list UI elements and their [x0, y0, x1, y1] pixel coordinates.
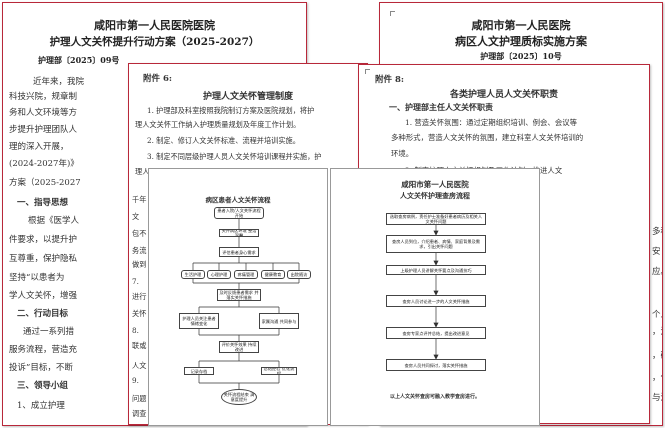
page3-fragment: 联或 [132, 341, 147, 350]
page3-fragment: 8. [132, 326, 139, 335]
page1-line: 近年来，我院 [33, 77, 85, 87]
page6-title-line1: 咸阳市第一人民医院 [401, 180, 469, 189]
page3-fragment: 做到 [132, 260, 147, 269]
page2-side-text: ，消化 [652, 327, 662, 337]
flow-node: 及时反馈患者需求 并落实关怀措施 [217, 289, 261, 301]
page1-line: 1、成立护理 [17, 401, 65, 411]
page2-side-text: 安 [652, 247, 661, 257]
flow-node: 总结经验 优化流程 [261, 367, 297, 375]
page3-line: 2. 制定、修订人文关怀标准、流程并培训实施。 [147, 136, 300, 145]
page1-title-line2: 护理人文关怀提升行动方案（2025-2027） [49, 36, 260, 48]
page1-line: 理的深入开展， [9, 142, 69, 152]
flow-node: 关怀病区环境 整洁温馨 [219, 229, 259, 237]
page4-section: 一、护理部主任人文关怀职责 [389, 102, 493, 112]
flowchart-arrows [433, 225, 439, 360]
page3-fragment: 包不 [132, 229, 147, 238]
page3-fragment: 务流 [132, 246, 147, 255]
flow-node: 疼痛管理 [234, 270, 258, 279]
page1-line: 三、领导小组 [17, 381, 69, 391]
flow-node: 健康教育 [261, 270, 285, 279]
flow-node: 护理人员关注患者 情绪变化 [179, 313, 219, 329]
page3-fragment: 7. [132, 277, 139, 286]
page5-title: 病区患者人文关怀流程 [205, 196, 271, 204]
page3-fragment: 文 [132, 212, 140, 221]
page3-fragment: 进行 [132, 292, 147, 301]
page1-line: (2024-2027年)》 [9, 159, 79, 169]
page1-line: 方案（2025-2027 [9, 178, 81, 188]
page3-line: 1. 护理部及科室按照我院制订方案及医院规划，将护 [147, 106, 315, 115]
page-corner-marker [365, 69, 370, 74]
page1-line: 互尊重，保护隐私 [9, 254, 78, 264]
flowchart-page-patient-care[interactable]: 病区患者人文关怀流程 [148, 168, 328, 426]
page2-title-line2: 病区人文护理质标实施方案 [455, 35, 587, 48]
page1-line: 一、指导思想 [17, 198, 69, 208]
page1-line: 服务流程，营造充 [9, 345, 78, 355]
page-corner-marker [390, 11, 395, 16]
round-step-5: 查房专家点评并总结，提出改进意见 [386, 327, 486, 339]
page1-docno: 护理部〔2025〕09号 [38, 55, 120, 65]
page1-line: 根据《医学人 [28, 216, 80, 226]
page3-fragment: 问题 [132, 394, 147, 403]
page3-fragment: 人文 [132, 361, 147, 370]
page1-line: 件要求，以提升护 [9, 235, 78, 245]
page3-title: 护理人文关怀管理制度 [202, 92, 293, 102]
page2-side-text: 与沟 [652, 393, 662, 403]
page2-side-text: ，化 [652, 373, 662, 383]
page1-title-line1: 咸阳市第一人民医院医院 [94, 19, 215, 32]
page1-line: 投诉”目标，不断 [9, 363, 73, 373]
flow-node-end: 关怀流程结束 满意度提升 [221, 389, 257, 405]
flow-node: 出院随访 [287, 270, 311, 279]
page3-line: 3. 制定不同层级护理人员人文关怀培训课程并实施，护 [147, 152, 322, 161]
page4-line: 多种形式，营造人文关怀的氛围，建立科室人文关怀培训的 [391, 133, 584, 142]
page3-fragment: 关怀 [132, 309, 147, 318]
flowchart-arrows [192, 219, 300, 389]
page3-attach-label: 附件 6: [143, 74, 173, 84]
page1-line: 务和人文环境等方 [9, 108, 78, 118]
page3-fragment: 9. [132, 376, 139, 385]
flow-node: 生活护理 [181, 270, 205, 279]
page2-docno: 护理部〔2025〕10号 [480, 51, 562, 61]
page1-line: 学人文关怀，增强 [9, 291, 78, 301]
page3-fragment: 调查 [132, 409, 147, 418]
page2-title-line1: 咸阳市第一人民医院 [471, 19, 571, 32]
flow-node: 记录存档 [184, 367, 214, 375]
page3-line: 理人 [135, 167, 150, 176]
round-step-3: 上级护理人员讲解关怀要点及沟通技巧 [386, 265, 486, 275]
round-step-6: 查房人员共同探讨，落实关怀措施 [386, 359, 486, 371]
page1-line: 步提升护理团队人 [9, 125, 78, 135]
flow-node: 评估患者身心需求 [219, 247, 259, 257]
flow-node: 评价关怀效果 持续改进 [219, 341, 259, 353]
page2-side-text: 个人 [652, 310, 662, 320]
page1-line: 通过一系列措 [23, 327, 75, 337]
page4-line: 环境。 [391, 149, 414, 158]
page4-attach-label: 附件 8: [375, 75, 405, 85]
round-step-2: 查房人员到位，介绍患者、病情、家庭背景及需求，引出关怀问题 [386, 235, 486, 253]
page2-side-text: 应。 [652, 267, 662, 277]
page2-side-text: ，确 [652, 351, 662, 361]
round-step-4: 查房人员讨论进一步的人文关怀措施 [386, 295, 486, 307]
page1-line: 坚持“以患者为 [9, 273, 65, 283]
flowchart-page-ward-round[interactable]: 咸阳市第一人民医院 人文关怀护理查房流程 选取查房病例，责任护士准备好患者病历及… [330, 168, 540, 426]
page6-title-line2: 人文关怀护理查房流程 [400, 191, 470, 200]
page4-title: 各类护理人员人文关怀职责 [449, 90, 558, 100]
page2-side-text: 多种 [652, 227, 662, 237]
page3-fragment: 千年 [132, 195, 147, 204]
page1-line: 二、行动目标 [17, 309, 69, 319]
page1-line: 科技兴院，规章制 [9, 92, 78, 102]
page3-line: 理人文关怀工作纳入护理质量规划及年度工作计划。 [135, 120, 301, 129]
page6-footer: 以上人文关怀查房可融入教学查房进行。 [389, 394, 480, 400]
page4-line: 1. 营造关怀氛围：通过定期组织培训、例会、会议等 [405, 118, 577, 127]
flow-node: 家属沟通 共同参与 [259, 313, 299, 329]
round-step-1: 选取查房病例，责任护士准备好患者病历及相关人文关怀问题 [386, 213, 486, 225]
flow-node-start: 患者入院/人文关怀流程开始 [214, 207, 264, 219]
flow-node: 心理护理 [207, 270, 231, 279]
